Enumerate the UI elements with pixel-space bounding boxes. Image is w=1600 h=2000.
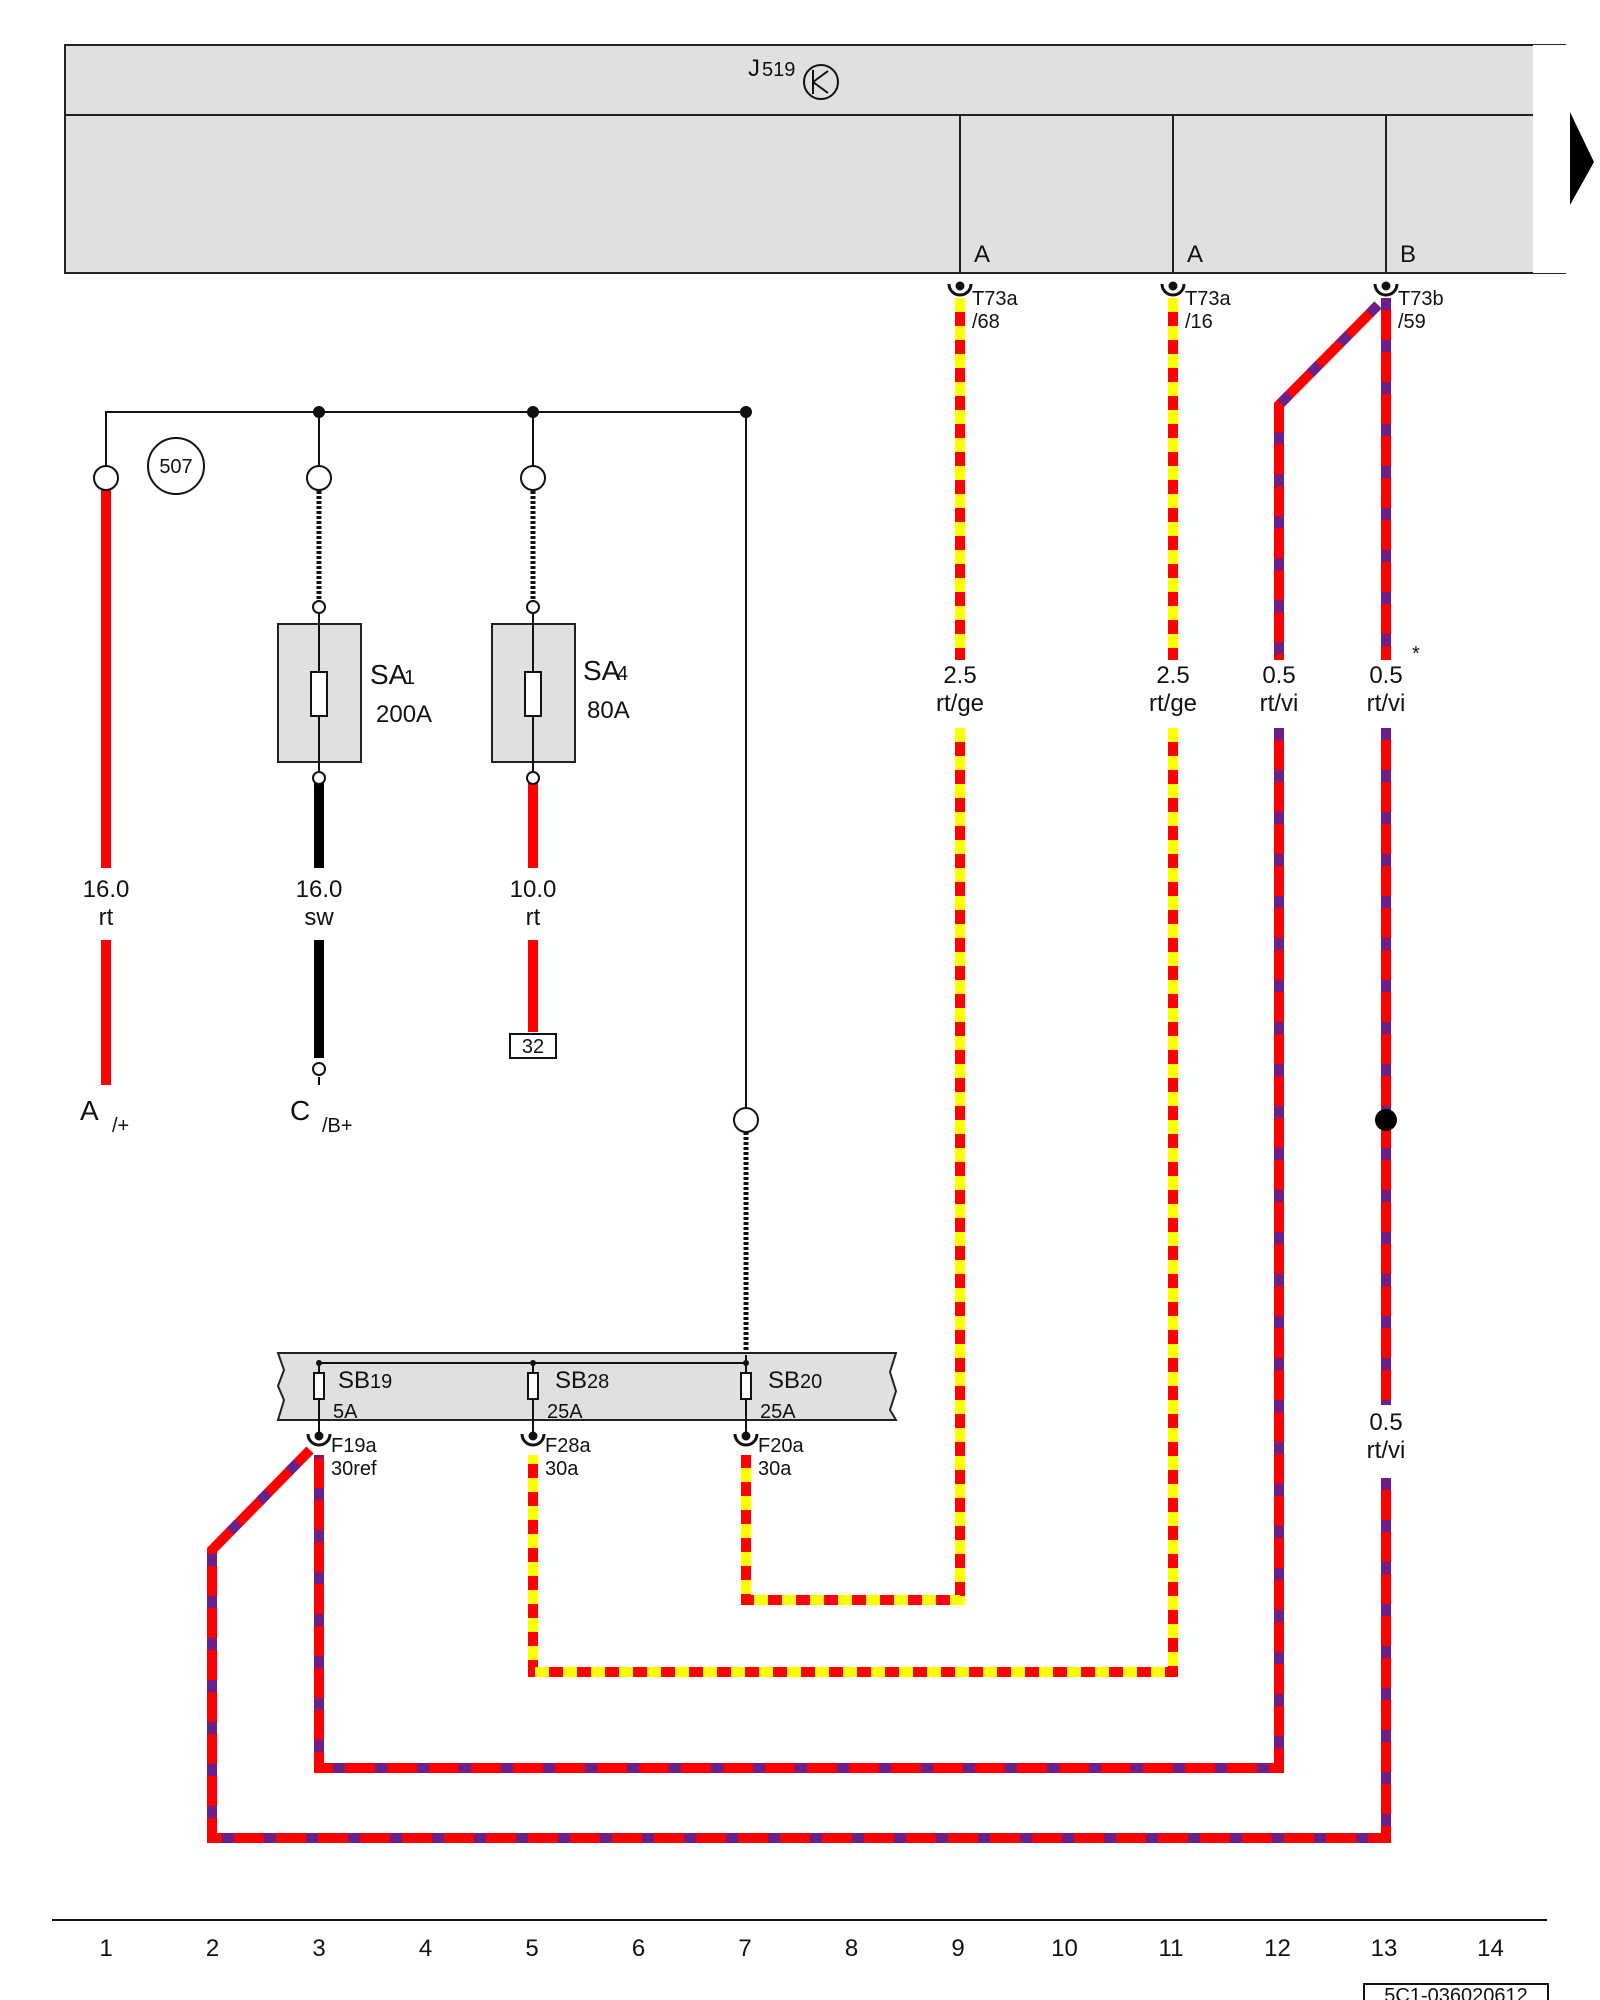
wire-label-color-2: sw [304,904,334,931]
fuse-box-sb: SB 19 5A SB 28 25A SB 20 25A [276,1352,898,1434]
fuse-sa4-main: SA [583,655,621,686]
connector-code-68: T73a [972,288,1018,310]
fuse-sb19-code: F19a [331,1435,377,1457]
wire-label-size-5: 2.5 [1156,662,1189,689]
terminal-circles [93,465,759,1133]
fuse-sb19-rating: 5A [333,1401,358,1423]
fuse-sa1-sub: 1 [404,667,415,689]
grid-number: 6 [632,1935,645,1962]
grid-number: 3 [312,1935,325,1962]
terminal-c-main: C [290,1095,310,1126]
fuse-sa1: SA 1 200A [277,600,432,785]
terminal-a-sub: /+ [112,1115,129,1137]
grid-number: 10 [1051,1935,1078,1962]
wire-label-size-6: 0.5 [1262,662,1295,689]
grid-number: 13 [1371,1935,1398,1962]
wire-label-color-8: rt/vi [1367,1437,1406,1464]
continuation-arrow-icon [1570,112,1594,205]
wire-label-size-7: 0.5 [1369,662,1402,689]
grid-number: 5 [525,1935,538,1962]
fuse-sa1-main: SA [370,659,408,690]
fuse-sb28-code: F28a [545,1435,591,1457]
wire-group [101,298,1391,1843]
grid-number: 7 [738,1935,751,1962]
grid-number: 14 [1477,1935,1504,1962]
document-code: 5C1-036020612 [1363,1983,1549,2000]
grid-number: 4 [419,1935,432,1962]
wire-label-color-1: rt [99,904,114,931]
pin-letter-16: A [1187,241,1203,268]
wire-label-size-8: 0.5 [1369,1409,1402,1436]
fuse-sb20-code: F20a [758,1435,804,1457]
fuse-sb20-terminal: 30a [758,1458,792,1480]
terminal-a-main: A [80,1095,99,1126]
terminal-c-sub: /B+ [322,1115,353,1137]
wire-label-color-5: rt/ge [1149,690,1197,717]
fuse-sb28-rating: 25A [547,1401,583,1423]
asterisk-note: * [1412,643,1420,665]
connector-pin-16: /16 [1185,311,1213,333]
module-symbol-icon [803,64,839,100]
reference-box-32: 32 [509,1033,557,1059]
fuse-sb19-terminal: 30ref [331,1458,377,1480]
grid-number: 11 [1159,1935,1184,1962]
wire-label-color-3: rt [526,904,541,931]
module-id-sub: 519 [762,59,795,81]
grid-number: 9 [951,1935,964,1962]
fuse-sa4-sub: 4 [617,663,628,685]
wire-label-size-1: 16.0 [83,876,130,903]
wire-label-size-3: 10.0 [510,876,557,903]
fuse-sb20-sub: 20 [800,1371,822,1393]
connector-hooks [306,281,1399,1447]
wire-label-size-2: 16.0 [296,876,343,903]
pin-letter-59: B [1400,241,1416,268]
wire-label-color-4: rt/ge [936,690,984,717]
document-code-label: 5C1-036020612 [1384,1985,1527,2000]
pin-letter-68: A [974,241,990,268]
fuse-sb28-main: SB [555,1367,587,1394]
wire-label-size-4: 2.5 [943,662,976,689]
fuse-sa4: SA 4 80A [491,600,630,785]
ground-ref-507: 507 [147,437,205,495]
splice-dot [1375,1109,1397,1131]
fuse-sb19-sub: 19 [370,1371,392,1393]
wire-label-color-6: rt/vi [1260,690,1299,717]
connector-code-16: T73a [1185,288,1231,310]
fuse-sb20-rating: 25A [760,1401,796,1423]
wire-rt-vi-12 [314,301,1382,1773]
module-id-main: J [748,55,760,82]
reference-box-32-label: 32 [522,1036,544,1058]
fuse-sb28-terminal: 30a [545,1458,579,1480]
fuse-sa1-rating: 200A [376,701,432,728]
grid-number: 12 [1264,1935,1291,1962]
wire-label-color-7: rt/vi [1367,690,1406,717]
ground-ref-label: 507 [159,456,192,478]
wire-rt-vi-13 [207,298,1391,1843]
fuse-sb19-main: SB [338,1367,370,1394]
control-module-j519: J 519 A A B [64,44,1567,274]
connector-code-59: T73b [1398,288,1444,310]
grid-number: 8 [845,1935,858,1962]
terminal-c-end [312,1062,326,1076]
bus-bar [105,406,752,1355]
wire-rt-ge-68 [741,298,965,1605]
connector-pin-68: /68 [972,311,1000,333]
grid-number: 1 [99,1935,112,1962]
fuse-sb20-main: SB [768,1367,800,1394]
grid-number: 2 [206,1935,219,1962]
wire-rt-ge-16 [528,298,1178,1677]
fuse-sb28-sub: 28 [587,1371,609,1393]
wire-labels: 16.0 rt 16.0 sw 10.0 rt 2.5 rt/ge 2.5 rt… [83,643,1420,1464]
connector-pin-59: /59 [1398,311,1426,333]
fuse-sa4-rating: 80A [587,697,630,724]
